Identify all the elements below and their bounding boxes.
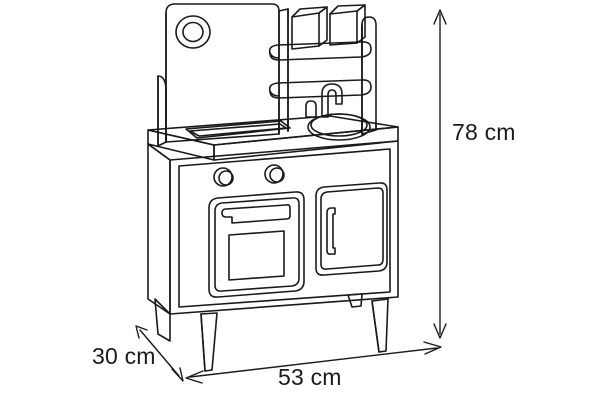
shelf-unit [268,8,377,135]
canister-box-right [329,4,366,46]
dimension-line-height [433,9,447,339]
faucet-gooseneck [321,83,343,118]
left-side-wing [157,75,167,147]
dimension-line-depth [135,325,184,382]
control-knob-right [264,164,285,184]
dimension-label-width: 53 cm [278,364,342,390]
lower-shelf [268,79,372,99]
clock-dial [175,15,211,49]
leg-rear-left [154,298,171,342]
cooktop-hob [185,120,291,139]
leg-front-right [371,298,389,353]
faucet-handle [305,100,317,118]
leg-front-left [200,312,218,372]
cabinet-door [315,182,388,276]
dimension-label-height: 78 cm [452,119,516,145]
dimension-label-depth: 30 cm [92,343,156,369]
oven-door [208,191,305,298]
control-knob-left [213,167,234,187]
oven-door-handle [221,204,291,224]
canister-box-left [291,6,328,50]
oven-door-window [228,230,285,281]
upper-shelf [268,41,372,61]
sink-basin-oval [307,113,371,141]
countertop [147,115,399,161]
dimension-line-width [185,341,442,384]
leg-rear-right [347,293,363,308]
cabinet-door-handle [326,207,336,255]
